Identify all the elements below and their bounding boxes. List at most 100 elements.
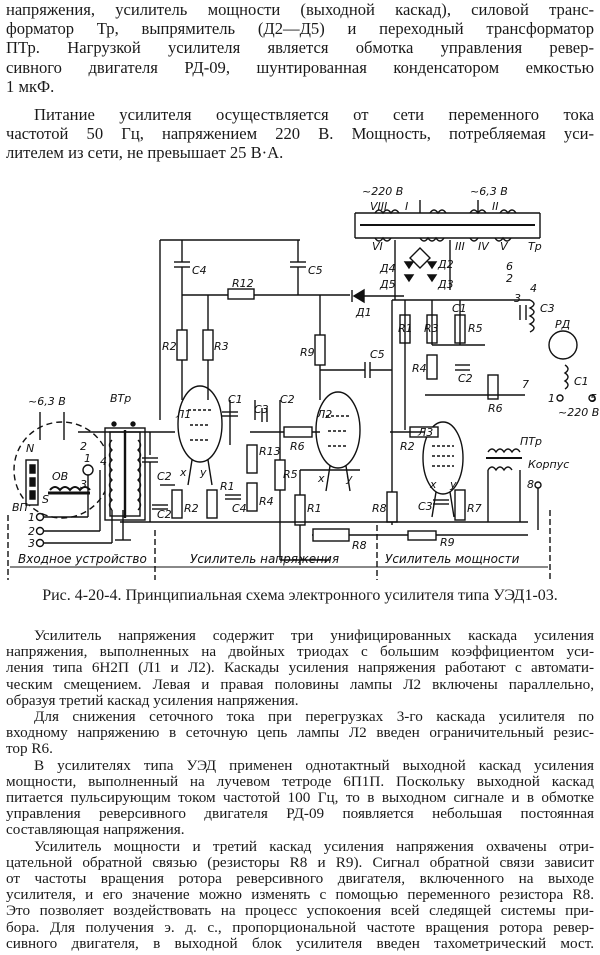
label: y: [199, 466, 207, 479]
label: ОВ: [52, 470, 68, 483]
tube-l3: [422, 421, 464, 495]
text-line: бора. Для получения э. д. с., пропорцион…: [6, 918, 594, 936]
label: 3: [28, 537, 35, 550]
text-line: ления типа 6Н2П (Л1 и Л2). Каскады усиле…: [6, 659, 594, 677]
label: РД: [555, 318, 571, 331]
label: R2: [400, 440, 415, 453]
label: R1: [398, 322, 413, 335]
text-line: напряжения, выполненных на двойных триод…: [6, 643, 594, 661]
label: C1: [452, 302, 467, 315]
label: R4: [412, 362, 427, 375]
text-line: В усилителях типа УЭД применен однотактн…: [34, 756, 594, 774]
label: C2: [280, 393, 295, 406]
label: 4: [530, 282, 537, 295]
label: R2: [162, 340, 177, 353]
text-line: сивного двигателя РД-09, шунтированная к…: [6, 57, 594, 77]
label: ~220 В: [362, 185, 403, 198]
label: C1: [228, 393, 243, 406]
label: 4: [100, 455, 107, 468]
terminal-1-220v[interactable]: [556, 394, 564, 402]
label: R9: [300, 346, 315, 359]
text-line: входному напряжению в сеточную цепь ламп…: [6, 724, 594, 742]
text-line: Это позволяет воздействовать на процесс …: [6, 902, 594, 920]
label: V: [500, 240, 509, 253]
label: 2: [506, 272, 513, 285]
label: I: [405, 200, 408, 213]
label: R3: [214, 340, 229, 353]
label: x: [317, 472, 325, 485]
label: Тр: [528, 240, 542, 253]
figure-caption: Рис. 4-20-4. Принципиальная схема электр…: [42, 587, 558, 604]
power-transformer: [354, 200, 541, 242]
label: x: [179, 466, 187, 479]
tube-l2: [315, 391, 361, 469]
text-line: частотой 50 Гц, напряжением 220 В. Мощно…: [6, 124, 594, 144]
terminal-8-chassis[interactable]: [534, 481, 542, 489]
label: ~6,3 В: [470, 185, 508, 198]
label: Д2: [437, 258, 454, 271]
label: III: [455, 240, 465, 253]
label: Д4: [379, 262, 396, 275]
text-line: ПТр. Нагрузкой усилителя является обмотк…: [6, 38, 594, 58]
label: VIII: [370, 200, 387, 213]
text-line: Питание усилителя осуществляется от сети…: [34, 105, 594, 125]
terminal-1[interactable]: [35, 512, 45, 522]
label: S: [42, 493, 49, 506]
label: Д3: [437, 278, 454, 291]
text-line: усилителя, и его значение можно изменять…: [6, 886, 594, 904]
label: Д5: [379, 278, 396, 291]
label: Корпус: [528, 458, 569, 471]
text-line: сивного двигателя, в выходной блок усили…: [6, 934, 594, 952]
text-line: Для снижения сеточного тока при перегруз…: [34, 708, 594, 726]
label: R6: [290, 440, 305, 453]
label: ~220 В: [558, 406, 599, 419]
text-line: ческим смещением. Левая и правая половин…: [6, 675, 594, 693]
label: C2: [157, 508, 172, 521]
tube-l1: [177, 385, 223, 463]
terminal-2[interactable]: [35, 526, 45, 536]
motor-rd: [548, 330, 578, 360]
label: C5: [370, 348, 385, 361]
label: C3: [254, 403, 269, 416]
bottom-paragraphs: Усилитель напряжения содержит три унифиц…: [6, 627, 594, 952]
text-line: управления реверсивного двигателя РД-09 …: [6, 805, 594, 823]
label: N: [26, 442, 34, 455]
label: R8: [372, 502, 387, 515]
text-line: лителем из сети, не превышает 25 В·А.: [6, 143, 284, 163]
label: Д1: [355, 306, 372, 319]
label: R4: [259, 495, 274, 508]
terminal-3[interactable]: [35, 538, 45, 548]
label: C3: [540, 302, 555, 315]
label: II: [492, 200, 499, 213]
text-line: образуя третий каскад усиления напряжени…: [6, 691, 299, 709]
label: R8: [352, 539, 367, 552]
rectifier-bridge: [394, 240, 451, 300]
text-line: 1 мкФ.: [6, 76, 55, 96]
label: y: [449, 478, 457, 491]
label: R1: [220, 480, 235, 493]
text-line: тор R6.: [6, 740, 53, 758]
label: R2: [184, 502, 199, 515]
label: ВТр: [110, 392, 131, 405]
text-line: Усилитель мощности и третий каскад усиле…: [34, 837, 594, 855]
label: Л3: [417, 426, 433, 439]
label: R12: [232, 277, 254, 290]
label: IV: [478, 240, 490, 253]
label: C5: [308, 264, 323, 277]
label: 3: [514, 292, 521, 305]
text-line: составляющая напряжения.: [6, 821, 185, 839]
label: R5: [283, 468, 298, 481]
label: 1: [84, 452, 91, 465]
label: C4: [232, 502, 247, 515]
text-line: цательной обратной связью (резисторы R8 …: [6, 853, 594, 871]
label: R5: [468, 322, 483, 335]
label: 2: [28, 525, 35, 538]
terminal-5-220v[interactable]: [588, 394, 596, 402]
label: 7: [522, 378, 529, 391]
label: C2: [458, 372, 473, 385]
label: y: [345, 472, 353, 485]
label: 3: [80, 478, 87, 491]
circuit-schematic: ~220 В ~6,3 В Тр VIII I II VI III IV V Д…: [7, 185, 599, 580]
label: x: [429, 478, 437, 491]
label: VI: [372, 240, 383, 253]
